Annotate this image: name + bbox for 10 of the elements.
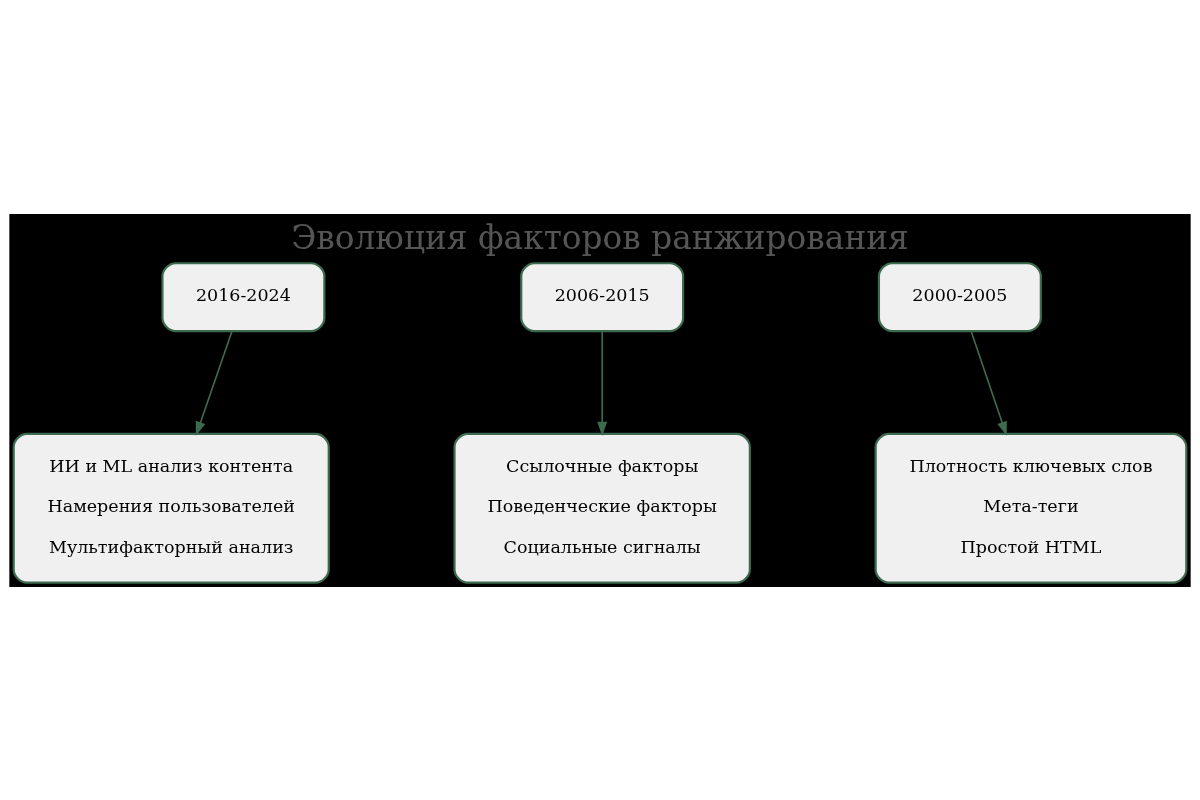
node-box: Плотность ключевых слов Мета-теги Простой HTML	[874, 432, 1188, 584]
node-box: 2006-2015	[520, 261, 685, 332]
node-box: ИИ и ML анализ контента Намерения пользователей Мультифакторный анализ	[12, 432, 330, 584]
diagram-title: Эволюция факторов ранжирования	[291, 218, 909, 257]
arrow	[195, 330, 233, 436]
arrow	[970, 330, 1007, 436]
node-box: Ссылочные факторы Поведенческие факторы Социальные сигналы	[453, 432, 751, 584]
node-box: 2000-2005	[877, 261, 1042, 332]
node-box: 2016-2024	[161, 261, 326, 332]
arrow	[597, 330, 608, 436]
